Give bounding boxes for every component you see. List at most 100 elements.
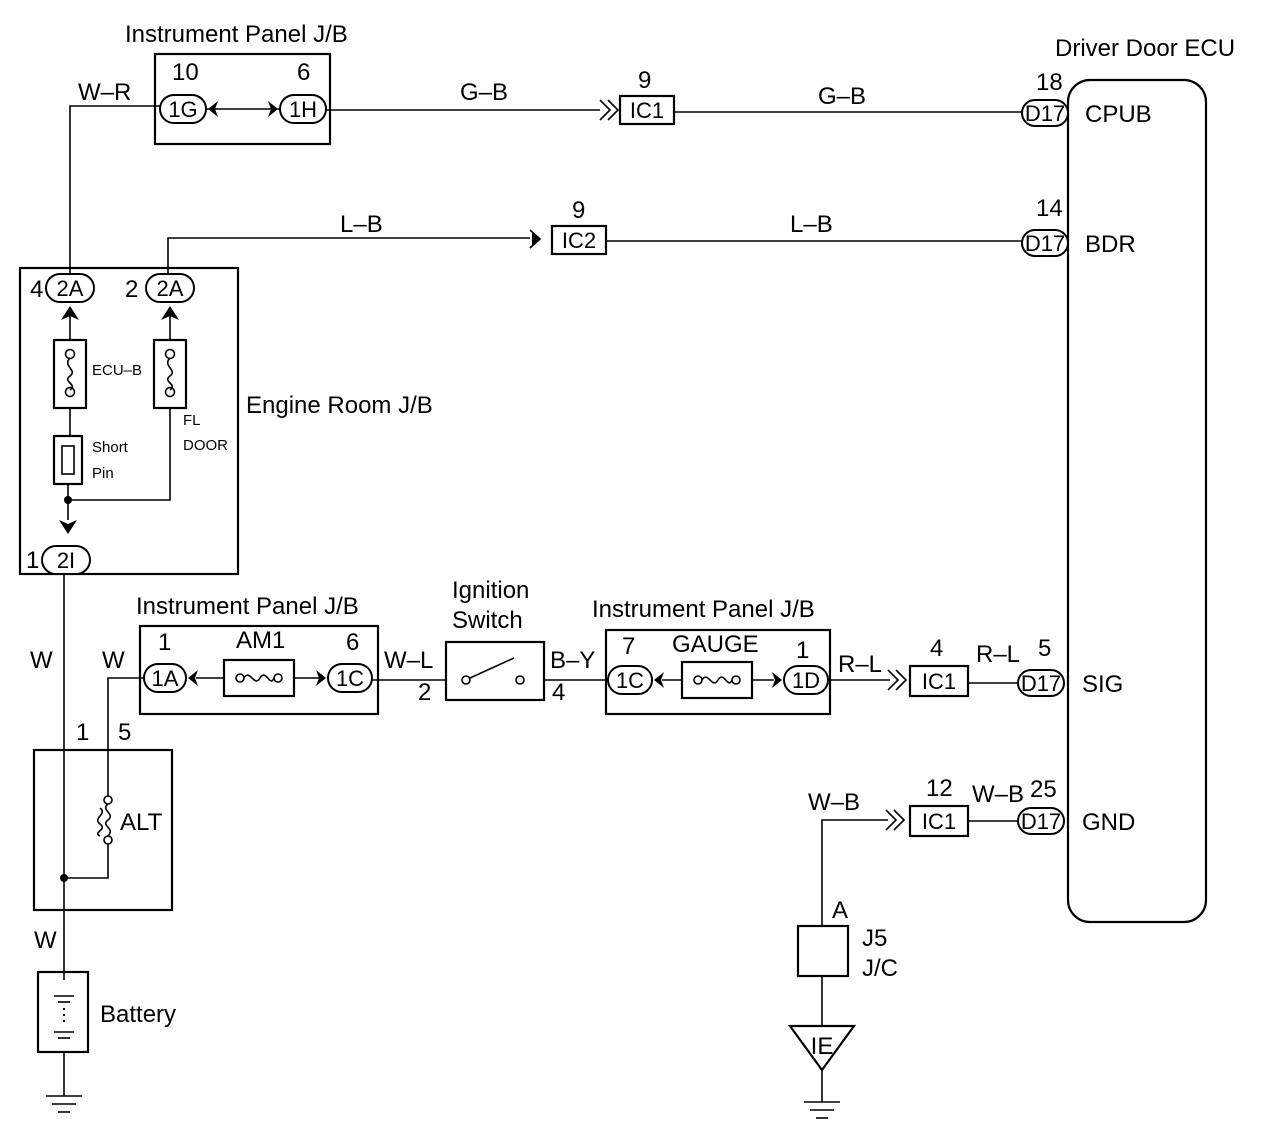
junction-j5-box — [796, 924, 850, 978]
wire-w-l: W–L — [384, 647, 433, 674]
ecu-box — [1066, 78, 1208, 924]
ecu-pin-cpub: CPUB — [1085, 101, 1152, 128]
svg-text:D17: D17 — [1025, 231, 1065, 256]
junction-ground-icon — [804, 1101, 840, 1119]
ipjb-top-title: Instrument Panel J/B — [125, 21, 348, 48]
connector-1d: 1D — [783, 665, 829, 695]
wire-g-b-1: G–B — [460, 79, 508, 106]
ignition-pin-out: 4 — [552, 679, 565, 706]
connector-2i: 2I — [41, 545, 91, 575]
ipjb-am1-pin-right: 6 — [346, 629, 359, 656]
alt-pin-5: 5 — [118, 719, 131, 746]
svg-text:1C: 1C — [616, 668, 644, 693]
wire-w-2: W — [102, 647, 125, 674]
wire-w-r: W–R — [78, 79, 131, 106]
ic1-sig-pin: 4 — [930, 635, 943, 662]
battery-label: Battery — [100, 1001, 176, 1028]
wire-l-b-1: L–B — [340, 211, 383, 238]
pin-2a-left: 4 — [30, 276, 43, 303]
short-pin-label-2: Pin — [92, 465, 114, 482]
d17-connector-cpub: D17 — [1021, 99, 1069, 127]
pin-number-cpub: 18 — [1036, 69, 1063, 96]
pin-number-bdr: 14 — [1036, 195, 1063, 222]
wire-w-b-2: W–B — [972, 781, 1024, 808]
svg-text:1C: 1C — [336, 666, 364, 691]
ecu-pin-gnd: GND — [1082, 809, 1135, 836]
connector-1g: 1G — [159, 94, 207, 124]
alt-label: ALT — [120, 809, 163, 836]
svg-text:1A: 1A — [152, 666, 179, 691]
ie-ground-triangle: IE — [787, 1024, 857, 1072]
d17-connector-bdr: D17 — [1021, 229, 1069, 257]
ipjb-top-pin-right: 6 — [297, 59, 310, 86]
ipjb-gauge-pin-right: 1 — [796, 637, 809, 664]
gauge-label: GAUGE — [672, 631, 759, 658]
ic2-pin: 9 — [572, 197, 585, 224]
connector-1c-am1: 1C — [327, 663, 373, 693]
short-pin — [52, 434, 84, 486]
am1-label: AM1 — [236, 627, 285, 654]
ignition-title-2: Switch — [452, 607, 523, 634]
pin-number-gnd: 25 — [1030, 776, 1057, 803]
ic1-gnd-label: IC1 — [922, 809, 956, 834]
pin-2a-right: 2 — [125, 276, 138, 303]
wire-r-l-2: R–L — [976, 641, 1020, 668]
battery-ground-icon — [46, 1095, 82, 1113]
short-pin-label-1: Short — [92, 439, 129, 456]
ic1-sig-label: IC1 — [922, 669, 956, 694]
ecu-pin-sig: SIG — [1082, 671, 1123, 698]
svg-text:2A: 2A — [57, 276, 84, 301]
ic1-top-label: IC1 — [630, 98, 664, 123]
ipjb-am1-box — [138, 624, 380, 716]
alt-box — [32, 748, 174, 912]
ic2-label: IC2 — [562, 228, 596, 253]
alt-pin-1: 1 — [76, 719, 89, 746]
pin-number-sig: 5 — [1038, 635, 1051, 662]
ignition-switch[interactable] — [444, 640, 546, 702]
ipjb-gauge-title: Instrument Panel J/B — [592, 596, 815, 623]
ignition-pin-in: 2 — [418, 679, 431, 706]
junction-pin: A — [832, 897, 848, 924]
ipjb-am1-pin-left: 1 — [158, 629, 171, 656]
svg-text:D17: D17 — [1025, 101, 1065, 126]
wire-w-b-1: W–B — [808, 789, 860, 816]
junction-label-1: J5 — [862, 925, 887, 952]
battery-box — [36, 970, 90, 1054]
fuse-ecu-b-label: ECU–B — [92, 362, 142, 379]
ipjb-gauge-pin-left: 7 — [622, 633, 635, 660]
connector-2a-right: 2A — [145, 273, 195, 303]
ignition-title-1: Ignition — [452, 577, 529, 604]
ic1-top-pin: 9 — [638, 67, 651, 94]
wire-w-1: W — [30, 647, 53, 674]
engine-room-jb-box — [18, 266, 240, 576]
svg-text:2I: 2I — [57, 548, 75, 573]
wire-l-b-2: L–B — [790, 211, 833, 238]
ipjb-gauge-box — [604, 628, 832, 716]
ipjb-top-box — [153, 52, 332, 146]
ic2-connector — [550, 224, 608, 256]
ipjb-top-pin-left: 10 — [172, 59, 199, 86]
connector-1h: 1H — [279, 94, 327, 124]
svg-text:2A: 2A — [157, 276, 184, 301]
wire-g-b-2: G–B — [818, 83, 866, 110]
svg-text:D17: D17 — [1021, 671, 1061, 696]
svg-text:1G: 1G — [168, 97, 197, 122]
junction-label-2: J/C — [862, 955, 898, 982]
d17-connector-sig: D17 — [1017, 669, 1065, 697]
svg-text:1H: 1H — [289, 97, 317, 122]
connector-1c-gauge: 1C — [607, 665, 653, 695]
ecu-pin-bdr: BDR — [1085, 231, 1136, 258]
ic1-gnd-pin: 12 — [926, 775, 953, 802]
d17-connector-gnd: D17 — [1017, 807, 1065, 835]
connector-2a-left: 2A — [45, 273, 95, 303]
svg-text:D17: D17 — [1021, 809, 1061, 834]
engine-room-title: Engine Room J/B — [246, 392, 433, 419]
fuse-door-label: DOOR — [183, 437, 228, 454]
ic1-top-connector — [618, 94, 676, 126]
connector-1a: 1A — [143, 663, 187, 693]
wire-r-l-1: R–L — [838, 651, 882, 678]
fuse-am1 — [222, 658, 296, 698]
wire-w-3: W — [34, 927, 57, 954]
pin-2i: 1 — [26, 547, 39, 574]
